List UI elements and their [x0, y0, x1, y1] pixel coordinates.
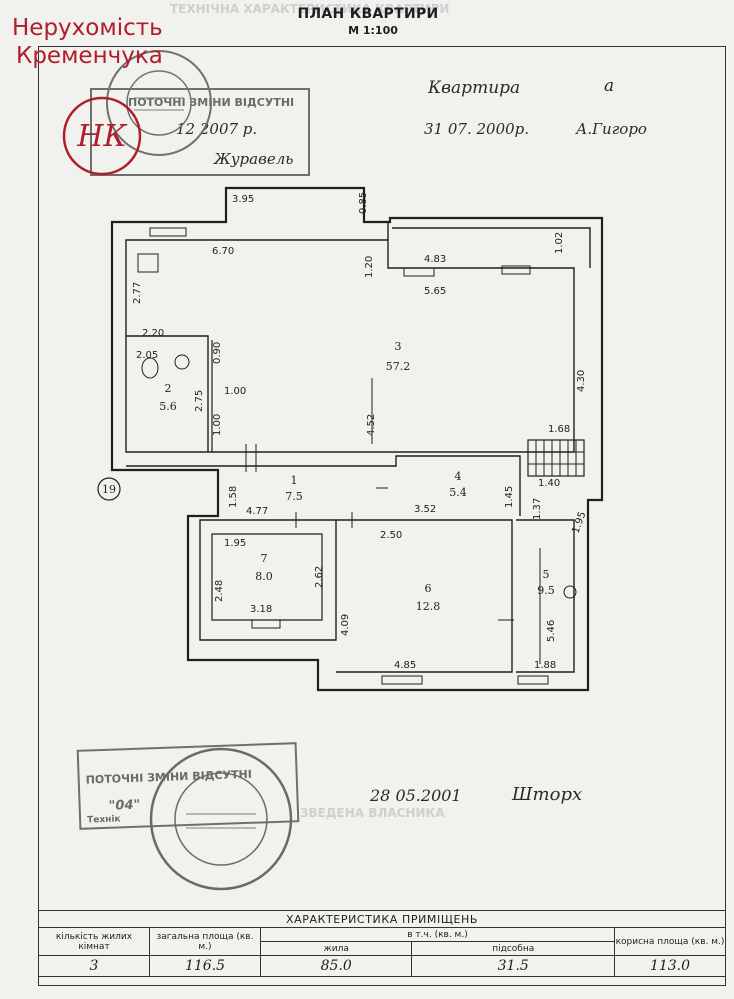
header-auxiliary: підсобна	[411, 941, 615, 956]
dim-2-48: 2.48	[214, 580, 225, 602]
dim-5-46: 5.46	[546, 620, 557, 642]
room-labels: 3 57.2 2 5.6 1 7.5 4 5.4 7 8.0 6 12.8 5 …	[159, 340, 555, 613]
dim-4-77: 4.77	[246, 506, 268, 517]
value-total-area: 116.5	[149, 955, 261, 977]
dim-6-70: 6.70	[212, 246, 234, 257]
room-6-number: 6	[425, 582, 432, 595]
dim-3-95: 3.95	[232, 194, 254, 205]
plan-frame	[38, 46, 726, 986]
handwritten-signature: А.Гигоро	[576, 120, 647, 138]
plan-title: ПЛАН КВАРТИРИ	[297, 6, 439, 22]
handwritten-label: Квартира	[428, 78, 521, 98]
seal-bottom	[149, 747, 293, 891]
dim-2-50: 2.50	[380, 530, 402, 541]
room-2-number: 2	[165, 382, 172, 395]
dim-4-30: 4.30	[576, 370, 587, 392]
room-7-number: 7	[261, 552, 268, 565]
room-2-area: 5.6	[159, 400, 177, 413]
dim-1-02: 1.02	[554, 232, 565, 254]
dim-2-62: 2.62	[314, 566, 325, 588]
dim-5-65: 5.65	[424, 286, 446, 297]
dim-0-85: 0.85	[358, 192, 369, 214]
stamp-top-date: 12 2007 р.	[176, 120, 258, 138]
svg-text:НК: НК	[76, 119, 127, 154]
dim-2-75: 2.75	[194, 390, 205, 412]
room-5-area: 9.5	[537, 584, 555, 597]
bottom-signature: Шторх	[512, 784, 583, 805]
stamp-top-signature: Журавель	[214, 150, 294, 168]
header-living: жила	[259, 941, 413, 956]
room-4-area: 5.4	[449, 486, 467, 499]
dim-1-88: 1.88	[534, 660, 556, 671]
watermark-line1: Нерухомість	[12, 15, 163, 41]
value-living: 85.0	[259, 955, 413, 977]
dim-1-95-left: 1.95	[224, 538, 246, 549]
dim-1-00b: 1.00	[212, 414, 223, 436]
dim-4-83: 4.83	[424, 254, 446, 265]
value-useful-area: 113.0	[614, 955, 726, 977]
room-3-number: 3	[395, 340, 402, 353]
header-total-area: загальна площа (кв. м.)	[149, 927, 261, 956]
seal-top	[106, 50, 212, 156]
watermark-line2: Кременчука	[16, 43, 163, 69]
value-auxiliary: 31.5	[411, 955, 615, 977]
ghost-header: ТЕХНІЧНА ХАРАКТЕРИСТИКА КВАРТИРИ	[170, 2, 450, 16]
watermark: Нерухомість Кременчука	[12, 14, 163, 70]
room-4-number: 4	[455, 470, 462, 483]
dim-1-45: 1.45	[504, 486, 515, 508]
plan-circle-number: 19	[102, 483, 116, 496]
dim-2-20: 2.20	[142, 328, 164, 339]
room-5-number: 5	[543, 568, 550, 581]
dim-1-68: 1.68	[548, 424, 570, 435]
watermark-logo: НК	[62, 96, 142, 176]
dim-2-05: 2.05	[136, 350, 158, 361]
dim-1-00: 1.00	[224, 386, 246, 397]
dim-1-40: 1.40	[538, 478, 560, 489]
dim-4-52: 4.52	[366, 414, 377, 436]
dimension-labels: 3.95 0.85 6.70 4.83 1.02 1.20 5.65 2.77 …	[132, 192, 588, 671]
ghost-footer: ЗВЕДЕНА ВЛАСНИКА	[300, 806, 445, 820]
room-1-number: 1	[291, 474, 298, 487]
handwritten-letter: а	[604, 76, 615, 96]
characteristics-table: ХАРАКТЕРИСТИКА ПРИМІЩЕНЬ кількість жилих…	[38, 910, 726, 977]
room-3-area: 57.2	[386, 360, 411, 373]
dim-1-37: 1.37	[532, 498, 543, 520]
header-useful-area: корисна площа (кв. м.)	[614, 927, 726, 956]
room-6-area: 12.8	[416, 600, 441, 613]
handwritten-date: 31 07. 2000р.	[424, 120, 530, 138]
header-rooms: кількість жилих кімнат	[38, 927, 150, 956]
value-rooms: 3	[38, 955, 150, 977]
room-1-area: 7.5	[285, 490, 303, 503]
stamp-bottom-line2: "04"	[108, 797, 141, 814]
dim-3-18: 3.18	[250, 604, 272, 615]
table-caption: ХАРАКТЕРИСТИКА ПРИМІЩЕНЬ	[38, 910, 726, 928]
dim-1-95-right: 1.95	[570, 510, 588, 535]
dim-1-20: 1.20	[364, 256, 375, 278]
dim-0-90: 0.90	[212, 342, 223, 364]
dim-1-58: 1.58	[228, 486, 239, 508]
header-including: в т.ч. (кв. м.)	[260, 927, 615, 942]
dim-2-77: 2.77	[132, 282, 143, 304]
dim-3-52: 3.52	[414, 504, 436, 515]
room-7-area: 8.0	[255, 570, 273, 583]
stamp-bottom-line3: Технік	[86, 814, 121, 826]
dim-4-85: 4.85	[394, 660, 416, 671]
bottom-date: 28 05.2001	[370, 786, 462, 805]
plan-scale: М 1:100	[348, 24, 398, 37]
dim-4-09: 4.09	[340, 614, 351, 636]
